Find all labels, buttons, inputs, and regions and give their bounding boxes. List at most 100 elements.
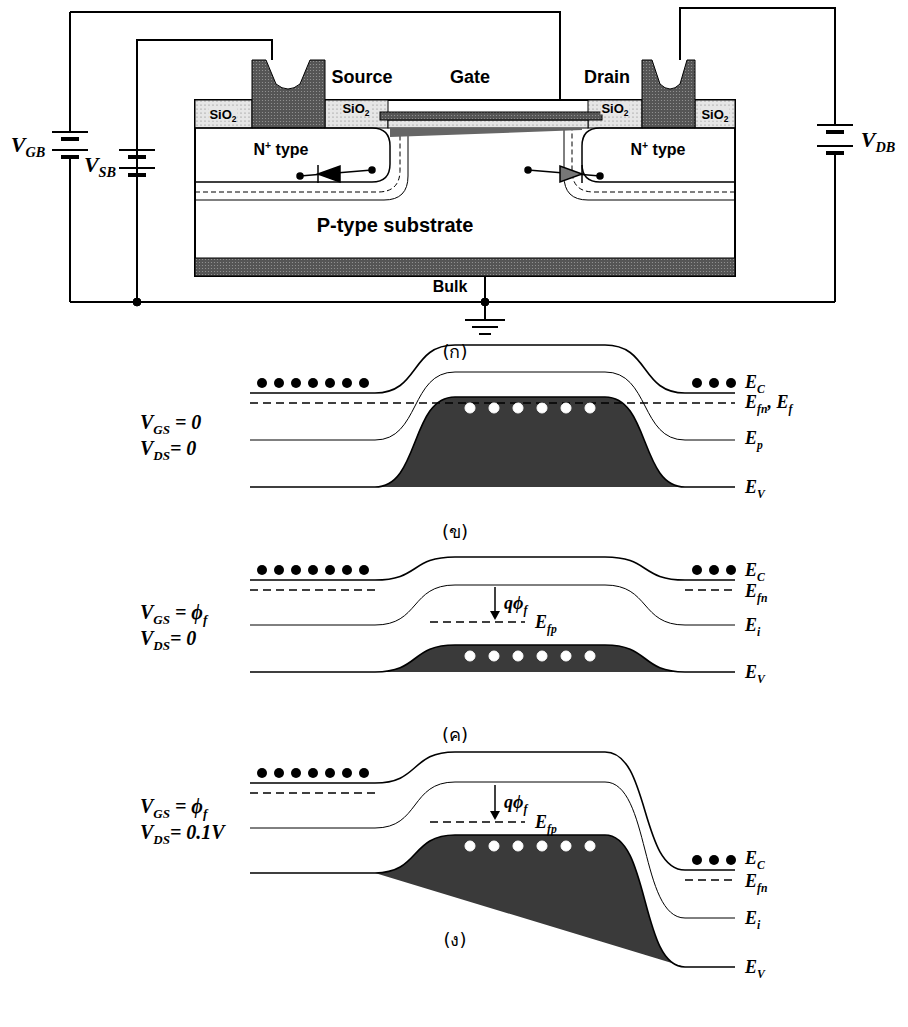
band-label: Ei [745,909,760,927]
electron [274,378,284,388]
hole [489,651,499,661]
svg-circle [369,167,375,173]
band-label: EC [745,373,765,391]
oxide-label: SiO2 [341,102,370,115]
svg-path [834,153,836,302]
svg-rect [380,112,602,120]
svg-circle [481,298,489,306]
electron [692,378,702,388]
arrow-shaft [494,785,496,813]
hole [561,841,571,851]
region-label: P-type substrate [317,215,474,235]
figure-tag: (ง) [443,931,466,949]
hole [537,651,547,661]
electron [274,565,284,575]
voltage-label: VGB [11,134,46,156]
svg-path [136,175,138,302]
svg-line [52,131,88,133]
svg-path [642,60,695,128]
svg-path [136,40,138,150]
arrow-head [490,611,500,620]
svg-rect [388,120,588,128]
electron [359,768,369,778]
electron [291,768,301,778]
hole [513,403,523,413]
valence-band [250,835,735,967]
figure-tag: (ก) [442,343,467,361]
band-label: Ep [745,429,763,447]
energy-label: qϕf [504,793,527,811]
voltage-label: VSB [84,154,116,176]
region-label: N+ type [254,142,309,158]
electron [274,768,284,778]
svg-path [195,128,390,182]
svg-path [69,158,71,302]
arrow-head [490,811,500,820]
valence-shading [375,397,685,487]
oxide-label: SiO2 [600,102,629,115]
electron [709,855,719,865]
svg-path [70,301,835,303]
svg-polygon [560,166,582,182]
bias-label: VDS= 0 [140,628,196,648]
fermi-level [250,792,375,793]
svg-path [69,12,71,132]
voltage-label: VDB [861,129,896,151]
electron [709,378,719,388]
electron [257,768,267,778]
hole [465,403,475,413]
conduction-band [250,557,735,580]
wires [70,8,835,334]
svg-line [119,149,155,151]
bias-label: VGS = ϕf [140,796,207,816]
electron [692,565,702,575]
hole [465,651,475,661]
svg-line [61,155,79,159]
hole [513,841,523,851]
bias-label: VGS = 0 [140,412,201,432]
conduction-band [250,752,735,870]
electron [342,768,352,778]
figure-tag: (ค) [442,726,468,744]
terminal-label: Bulk [433,279,468,295]
intrinsic-level [250,585,735,625]
svg-line [128,155,146,159]
electron [308,565,318,575]
hole [585,651,595,661]
svg-path [572,128,735,192]
fermi-level [430,821,525,822]
band-label: Efp [535,613,557,631]
band-label: EV [745,958,765,976]
band-label: EV [745,663,765,681]
svg-line [826,130,844,134]
hole [537,841,547,851]
svg-path [582,128,735,182]
bias-label: VDS= 0.1V [140,822,225,842]
electron [308,378,318,388]
electron [726,565,736,575]
svg-rect [695,100,735,128]
terminal-label: Source [331,68,392,86]
valence-shading [375,835,685,967]
valence-band [250,397,735,487]
svg-rect [195,258,735,276]
hole [513,651,523,661]
band-label: EC [745,849,765,867]
svg-circle [597,173,603,179]
drain-region: N+ type [585,128,735,180]
svg-line [826,151,844,155]
svg-line [52,149,88,151]
terminal-label: Drain [584,68,630,86]
svg-circle [525,167,531,173]
conduction-band [250,345,735,393]
electron [291,565,301,575]
intrinsic-level [250,372,735,440]
energy-label: qϕf [504,594,527,612]
intrinsic-level [250,782,735,918]
terminal-label: Gate [450,68,490,86]
bias-label: VDS= 0 [140,438,196,458]
svg-line [817,124,853,126]
svg-rect [195,100,252,128]
svg-path [195,128,400,192]
